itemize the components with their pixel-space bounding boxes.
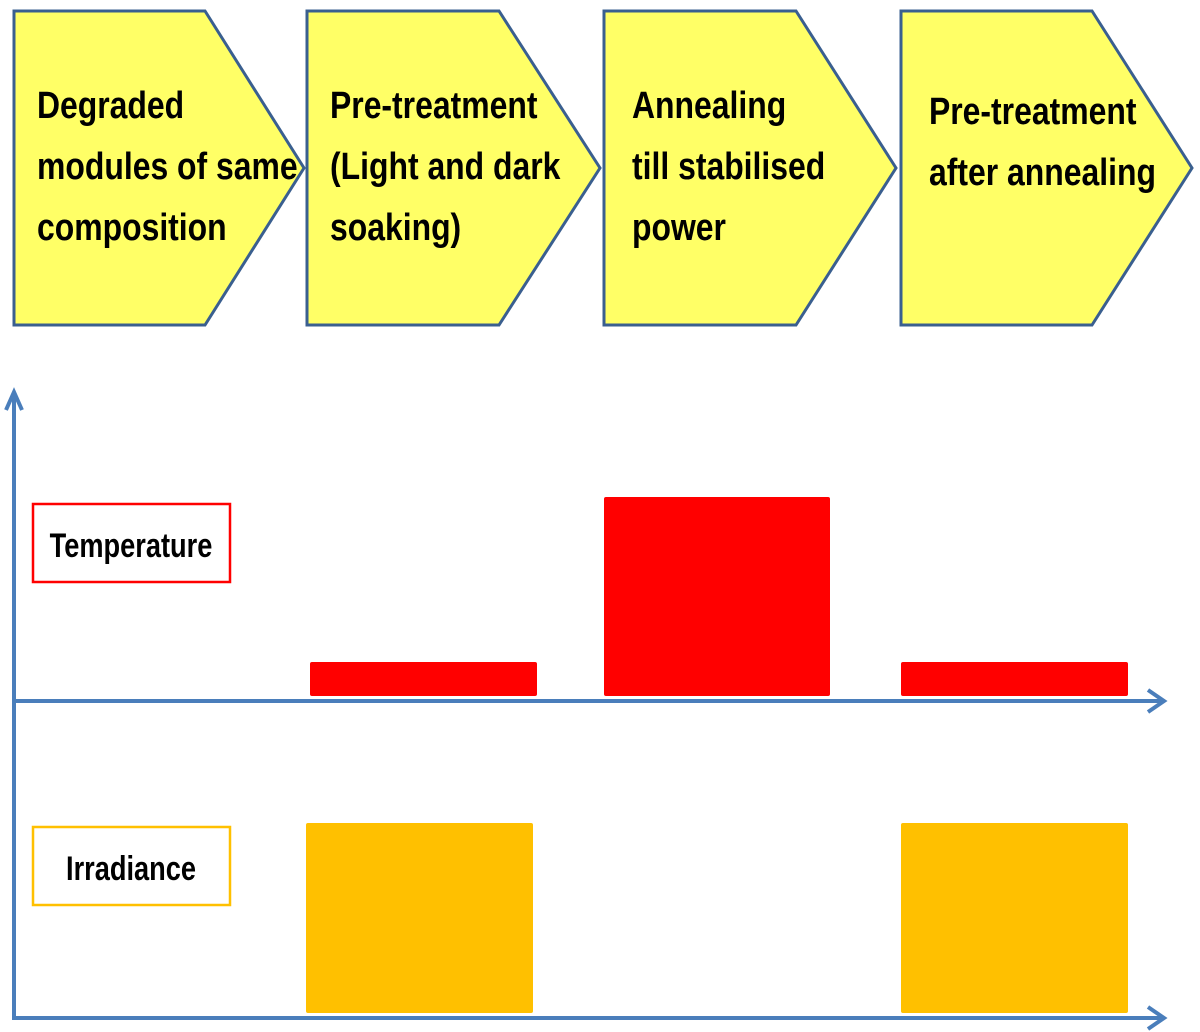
step-chevron: [602, 9, 898, 327]
step-label-line: (Light and dark: [330, 145, 561, 187]
step-label-line: after annealing: [929, 151, 1156, 193]
step-label-line: till stabilised: [632, 145, 825, 187]
step-label-line: Degraded: [37, 84, 184, 126]
step-chevron: [899, 9, 1194, 327]
step-label-line: modules of same: [37, 145, 298, 187]
step-label-line: Pre-treatment: [929, 90, 1137, 132]
step-chevron: [12, 9, 306, 327]
step-label-line: composition: [37, 206, 227, 248]
axes: [4, 387, 1168, 1031]
step-chevron: [305, 9, 602, 327]
step-label-line: Annealing: [632, 84, 786, 126]
irradiance-bar-pre-treatment-after-annealing: [901, 823, 1128, 1013]
temperature-bar-pre-treatment-after-annealing: [901, 662, 1128, 696]
step-pre-treatment-after-annealing: Pre-treatment after annealing: [899, 9, 1194, 327]
irradiance-legend-box: [31, 825, 232, 907]
temperature-bar-pre-treatment: [310, 662, 537, 696]
temperature-legend-box: [31, 502, 232, 584]
step-annealing: Annealing till stabilised power: [602, 9, 898, 327]
step-label-line: Pre-treatment: [330, 84, 538, 126]
irradiance-legend-label: Irradiance: [66, 849, 196, 888]
y-axis-arrowhead: [4, 387, 24, 411]
temperature-axis-arrowhead: [1146, 688, 1168, 714]
step-label-line: power: [632, 206, 726, 248]
temperature-legend: Temperature: [31, 502, 232, 584]
temperature-profile: [310, 497, 1128, 696]
step-pre-treatment: Pre-treatment (Light and dark soaking): [305, 9, 602, 327]
irradiance-profile: [306, 823, 1128, 1013]
step-label-line: soaking): [330, 206, 461, 248]
temperature-bar-annealing: [604, 497, 830, 696]
irradiance-legend: Irradiance: [31, 825, 232, 907]
irradiance-axis-arrowhead: [1146, 1005, 1168, 1031]
temperature-legend-label: Temperature: [50, 526, 213, 565]
irradiance-bar-pre-treatment: [306, 823, 533, 1013]
step-degraded-modules: Degraded modules of same composition: [12, 9, 306, 327]
